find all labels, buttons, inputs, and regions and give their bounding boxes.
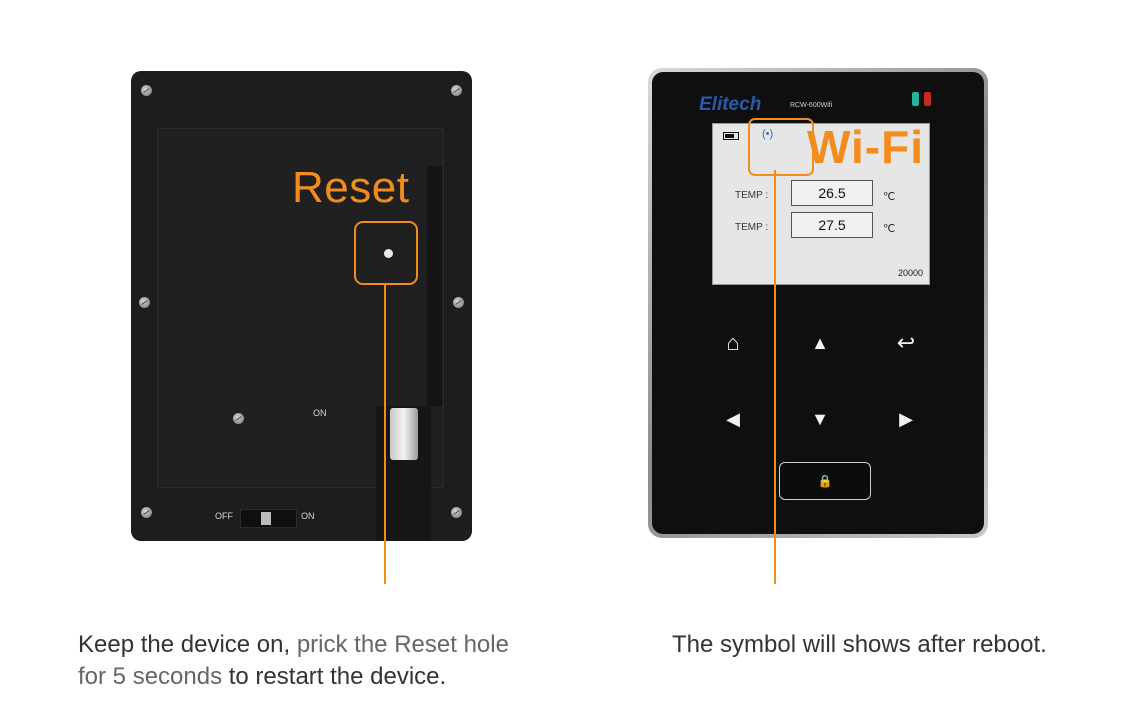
cable-strip <box>427 166 442 406</box>
left-caption-part1: Keep the device on, <box>78 631 297 658</box>
power-switch[interactable] <box>240 509 297 528</box>
red-led-icon <box>924 92 931 106</box>
screw-icon <box>451 507 462 518</box>
record-count: 20000 <box>897 268 923 278</box>
reset-label: Reset <box>292 163 410 212</box>
battery-icon <box>723 132 739 140</box>
logger-front: Elitech RCW-600Wifi (•) TEMP : 26.5 ℃ TE… <box>648 68 988 538</box>
on-label: ON <box>313 408 327 418</box>
down-key[interactable]: ▼ <box>811 409 829 429</box>
left-key[interactable]: ◀ <box>726 409 740 429</box>
left-caption-part4: to restart the device. <box>228 663 447 690</box>
reset-highlight <box>354 221 418 285</box>
screw-icon <box>451 85 462 96</box>
reset-hole[interactable] <box>384 249 393 258</box>
temp-unit-2: ℃ <box>883 223 896 235</box>
wifi-icon: (•) <box>762 128 774 140</box>
back-key[interactable]: ↩ <box>896 330 916 355</box>
left-caption: Keep the device on, prick the Reset hole… <box>78 629 618 693</box>
screw-icon <box>141 85 152 96</box>
left-caption-part3: for 5 seconds <box>78 663 229 690</box>
switch-on-label: ON <box>301 511 315 521</box>
left-caption-part2: prick the Reset hole <box>296 631 509 658</box>
up-key[interactable]: ▲ <box>811 333 829 353</box>
right-key[interactable]: ▶ <box>899 409 913 429</box>
screw-icon <box>139 297 150 308</box>
green-led-icon <box>912 92 919 106</box>
switch-knob[interactable] <box>261 512 271 525</box>
cable-connector <box>390 408 418 460</box>
wifi-label: Wi-Fi <box>807 121 924 173</box>
temp-value-2: 27.5 <box>791 212 873 238</box>
temp-label-2: TEMP : <box>735 222 769 233</box>
reset-pointer-line <box>384 283 386 584</box>
logger-front-body: Elitech RCW-600Wifi (•) TEMP : 26.5 ℃ TE… <box>652 72 984 534</box>
switch-off-label: OFF <box>215 511 233 521</box>
logger-back-panel: ON Reset OFF ON <box>131 71 472 541</box>
temp-value-1: 26.5 <box>791 180 873 206</box>
brand-logo: Elitech <box>699 94 762 115</box>
wifi-highlight <box>748 118 814 176</box>
right-caption-text: The symbol will shows after reboot. <box>672 631 1047 658</box>
model-label: RCW-600Wifi <box>790 102 833 109</box>
wifi-pointer-line <box>774 170 776 584</box>
screw-icon <box>233 413 244 424</box>
right-caption: The symbol will shows after reboot. <box>672 629 1132 661</box>
temp-label-1: TEMP : <box>735 190 769 201</box>
lock-button[interactable]: 🔒 <box>779 462 871 500</box>
temp-unit-1: ℃ <box>883 191 896 203</box>
screw-icon <box>453 297 464 308</box>
screw-icon <box>141 507 152 518</box>
home-key[interactable]: ⌂ <box>726 330 740 355</box>
